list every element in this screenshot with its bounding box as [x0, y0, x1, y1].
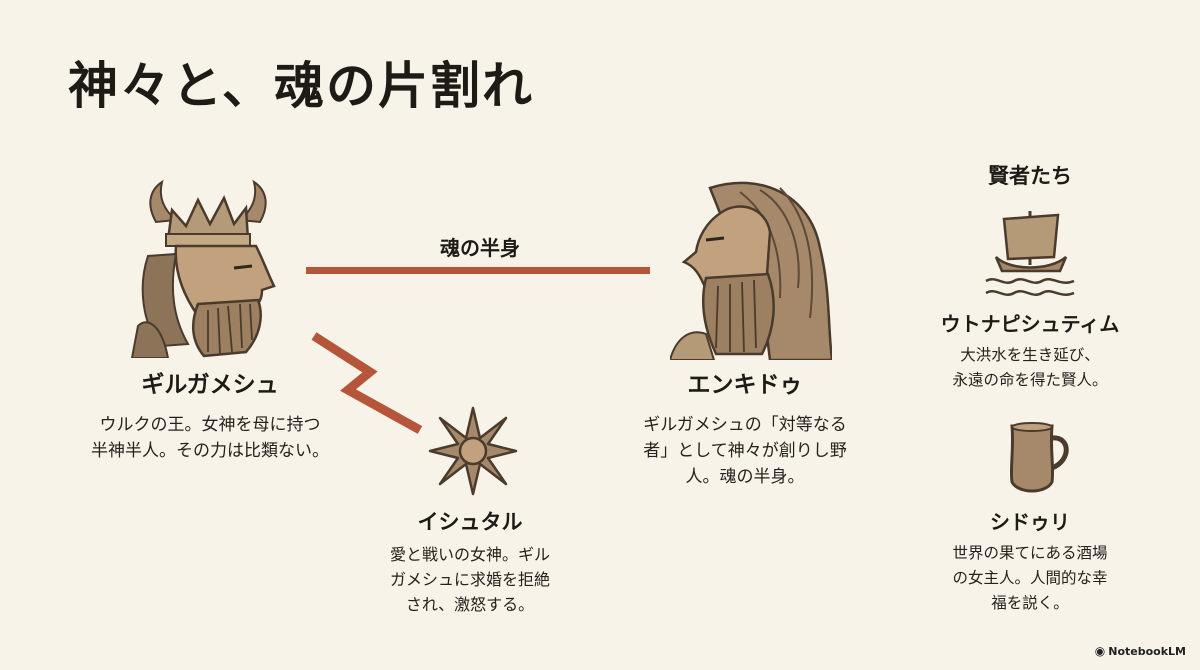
utnapishtim-name: ウトナピシュティム — [940, 312, 1120, 336]
sages-heading: 賢者たち — [988, 164, 1072, 188]
enkidu-desc: ギルガメシュの「対等なる 者」として神々が創りし野 人。魂の半身。 — [643, 414, 847, 488]
utnapishtim-desc: 大洪水を生き延び、 永遠の命を得た賢人。 — [952, 346, 1108, 389]
siduri-desc: 世界の果てにある酒場 の女主人。人間的な幸 福を説く。 — [952, 544, 1108, 612]
ship-icon — [982, 205, 1078, 301]
cup-icon — [996, 418, 1076, 498]
ishtar-desc: 愛と戦いの女神。ギル ガメシュに求婚を拒絶 され、激怒する。 — [389, 545, 550, 614]
notebooklm-watermark: ◉ NotebookLM — [1094, 644, 1186, 658]
siduri-name: シドゥリ — [990, 510, 1070, 534]
conflict-lightning — [308, 326, 438, 436]
notebooklm-logo-icon: ◉ — [1094, 644, 1106, 658]
soul-link-label: 魂の半身 — [440, 236, 520, 260]
enkidu-card: エンキドゥ ギルガメシュの「対等なる 者」として神々が創りし野 人。魂の半身。 — [610, 372, 880, 491]
ishtar-card: イシュタル 愛と戦いの女神。ギル ガメシュに求婚を拒絶 され、激怒する。 — [360, 510, 580, 618]
utnapishtim-card: ウトナピシュティム 大洪水を生き延び、 永遠の命を得た賢人。 — [915, 308, 1145, 393]
enkidu-name: エンキドゥ — [687, 372, 803, 398]
ishtar-name: イシュタル — [417, 510, 523, 534]
gilgamesh-portrait — [128, 176, 288, 358]
gilgamesh-card: ギルガメシュ ウルクの王。女神を母に持つ 半神半人。その力は比類ない。 — [60, 372, 360, 464]
gilgamesh-name: ギルガメシュ — [141, 372, 279, 398]
ishtar-star-icon — [428, 406, 518, 496]
enkidu-portrait — [670, 178, 832, 360]
soul-link-line — [306, 267, 650, 274]
siduri-card: シドゥリ 世界の果てにある酒場 の女主人。人間的な幸 福を説く。 — [915, 506, 1145, 615]
gilgamesh-desc: ウルクの王。女神を母に持つ 半神半人。その力は比類ない。 — [91, 414, 329, 461]
page-title: 神々と、魂の片割れ — [68, 56, 534, 115]
